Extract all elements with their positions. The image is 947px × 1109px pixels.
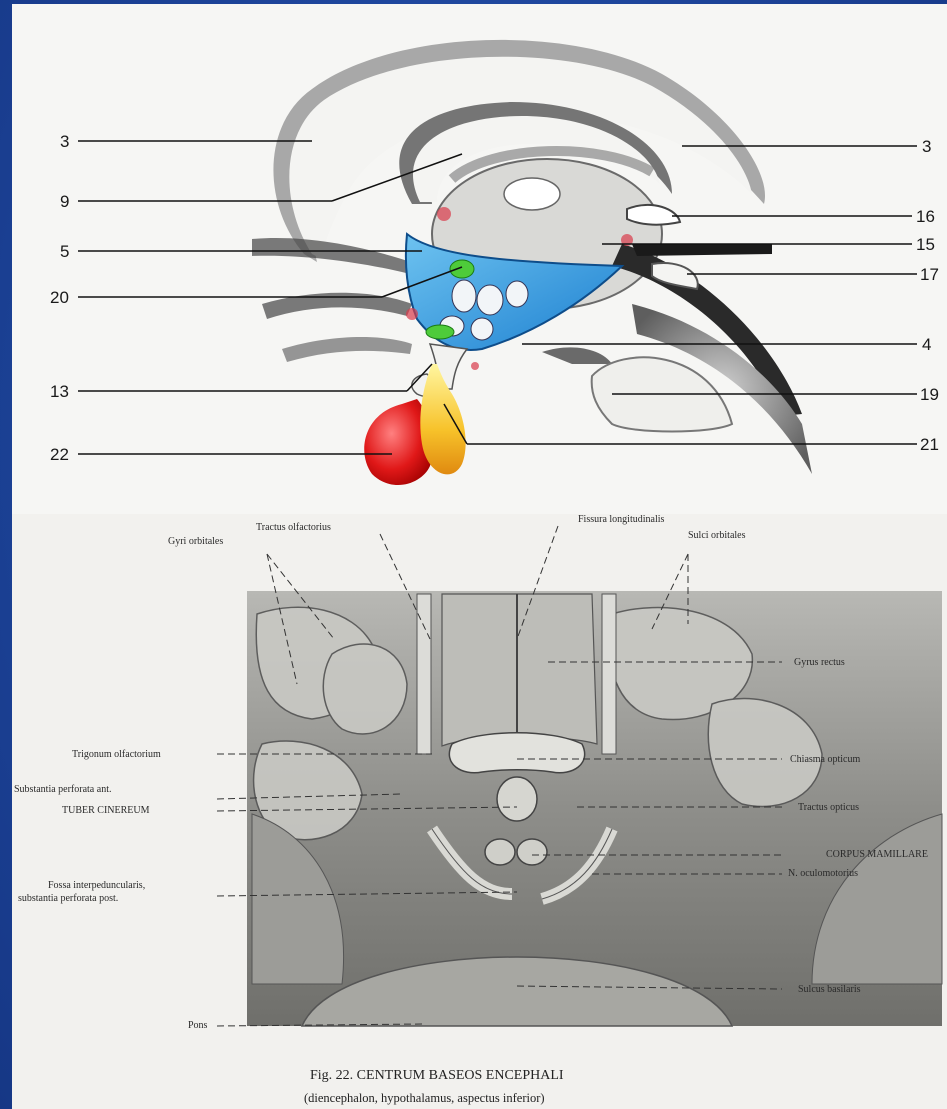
label-gyri-orbitales: Gyri orbitales xyxy=(168,536,223,547)
label-gyrus-rectus: Gyrus rectus xyxy=(794,657,845,668)
label-trigonum-olfactorium: Trigonum olfactorium xyxy=(72,749,161,760)
nucleus-green-lower xyxy=(426,325,454,339)
label-5: 5 xyxy=(60,242,69,261)
label-17: 17 xyxy=(920,265,939,284)
label-13: 13 xyxy=(50,382,69,401)
nucleus-green-upper xyxy=(450,260,474,278)
label-fossa-interpeduncularis: Fossa interpeduncularis, xyxy=(48,880,145,891)
label-21: 21 xyxy=(920,435,939,454)
label-16: 16 xyxy=(916,207,935,226)
label-substantia-perforata-post: substantia perforata post. xyxy=(18,893,118,904)
label-chiasma-opticum: Chiasma opticum xyxy=(790,754,860,765)
figure-caption-title: Fig. 22. CENTRUM BASEOS ENCEPHALI xyxy=(310,1068,564,1083)
sagittal-diagram: 3 9 5 20 13 22 3 16 15 17 4 19 21 xyxy=(12,4,947,514)
inferior-view-illustration: Tractus olfactorius Fissura longitudinal… xyxy=(12,514,947,1109)
label-pons: Pons xyxy=(188,1020,208,1031)
label-4: 4 xyxy=(922,335,931,354)
label-fissura-longitudinalis: Fissura longitudinalis xyxy=(578,514,665,525)
label-n-oculomotorius: N. oculomotorius xyxy=(788,868,858,879)
inferior-view-panel: Tractus olfactorius Fissura longitudinal… xyxy=(12,514,947,1109)
label-19: 19 xyxy=(920,385,939,404)
label-corpus-mamillare: CORPUS MAMILLARE xyxy=(826,849,928,860)
figure-caption-subtitle: (diencephalon, hypothalamus, aspectus in… xyxy=(304,1091,545,1105)
mamillary-body-right xyxy=(517,839,547,865)
label-22: 22 xyxy=(50,445,69,464)
optic-chiasma-shape xyxy=(449,733,584,773)
label-tractus-opticus: Tractus opticus xyxy=(798,802,859,813)
label-15: 15 xyxy=(916,235,935,254)
sagittal-diagram-panel: 3 9 5 20 13 22 3 16 15 17 4 19 21 xyxy=(12,4,947,514)
label-3-right: 3 xyxy=(922,137,931,156)
pituitary-posterior xyxy=(420,364,465,474)
label-20: 20 xyxy=(50,288,69,307)
mamillary-body-left xyxy=(485,839,515,865)
label-sulci-orbitales: Sulci orbitales xyxy=(688,530,746,541)
label-substantia-perforata-ant: Substantia perforata ant. xyxy=(14,784,111,795)
label-tractus-olfactorius: Tractus olfactorius xyxy=(256,522,331,533)
frontal-gyri xyxy=(252,238,417,274)
label-sulcus-basilaris: Sulcus basilaris xyxy=(798,984,861,995)
label-9: 9 xyxy=(60,192,69,211)
label-tuber-cinereum: TUBER CINEREUM xyxy=(62,805,150,816)
label-3-left: 3 xyxy=(60,132,69,151)
